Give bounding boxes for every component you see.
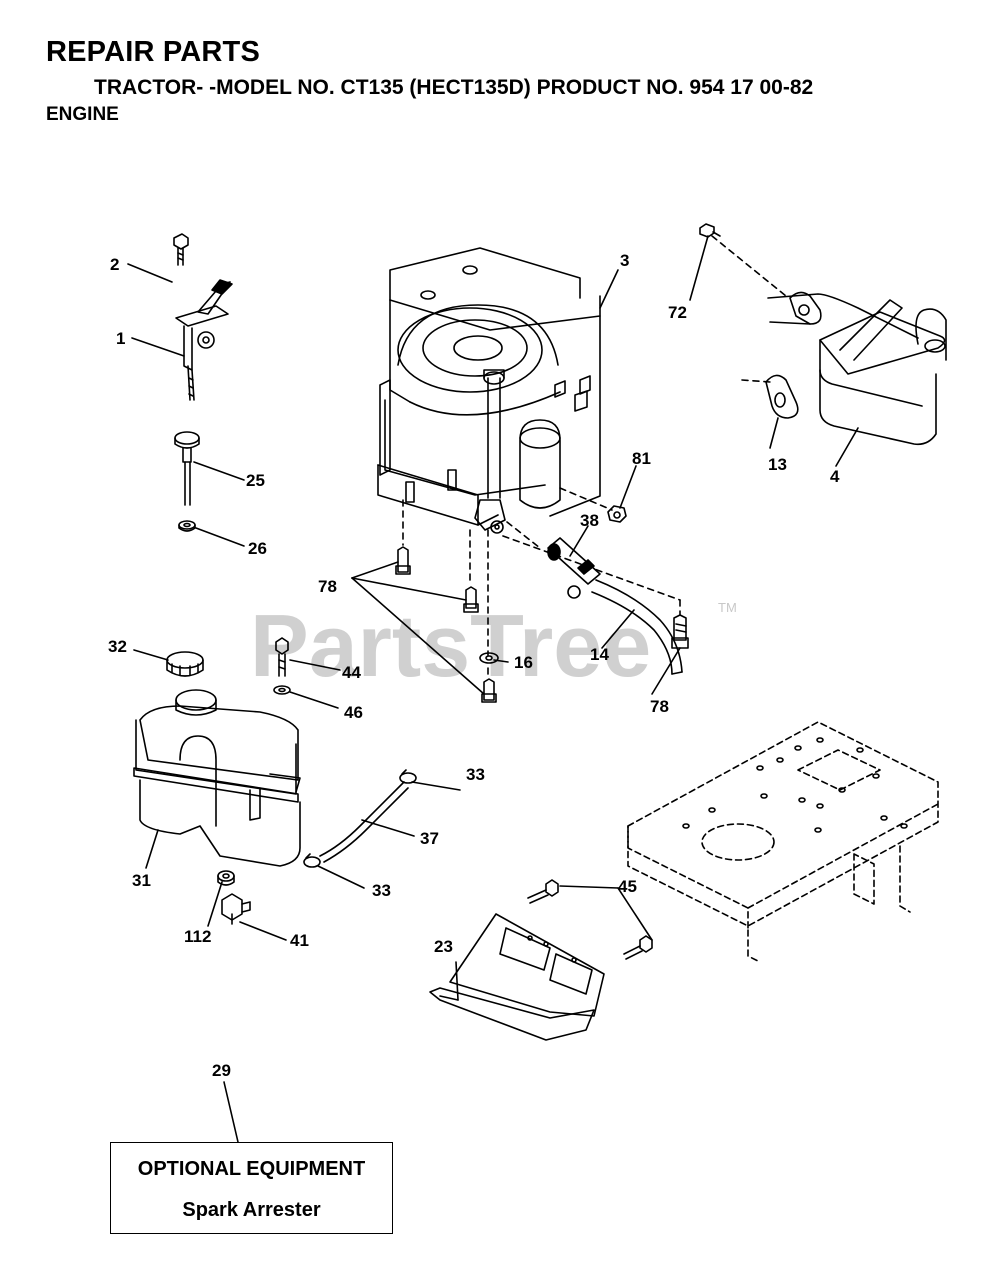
- callout-14: 14: [590, 645, 609, 664]
- callout-33-bottom: 33: [372, 881, 391, 900]
- part-16-washer: [479, 652, 499, 664]
- part-13-gasket: [765, 374, 799, 419]
- part-78-bolts: [395, 546, 689, 703]
- part-2-bolt: [173, 233, 189, 266]
- callout-numbers: 2 1 25 26 3 72 13 4 81 38 78 14 78 16 44…: [108, 251, 840, 1080]
- callout-3: 3: [620, 251, 629, 270]
- callout-41: 41: [290, 931, 309, 950]
- part-14-fuel-line: [591, 579, 683, 675]
- frame-holes: [682, 737, 908, 833]
- callout-72: 72: [668, 303, 687, 322]
- callout-81: 81: [632, 449, 651, 468]
- watermark-text: PartsTree: [250, 596, 651, 695]
- part-46-washer: [273, 685, 291, 695]
- part-45-bolts: [527, 879, 653, 960]
- callout-25: 25: [246, 471, 265, 490]
- part-38-fuel-filter: [547, 537, 601, 599]
- callout-38: 38: [580, 511, 599, 530]
- model-subtitle: TRACTOR- -MODEL NO. CT135 (HECT135D) PRO…: [94, 76, 814, 99]
- part-72-bolt: [699, 223, 721, 238]
- part-31-fuel-tank: [133, 689, 301, 867]
- callout-23: 23: [434, 937, 453, 956]
- callout-29: 29: [212, 1061, 231, 1080]
- callout-13: 13: [768, 455, 787, 474]
- callout-16: 16: [514, 653, 533, 672]
- part-37-fuel-hose: [319, 781, 409, 863]
- callout-1: 1: [116, 329, 125, 348]
- part-33-clamps: [303, 769, 417, 868]
- callout-31: 31: [132, 871, 151, 890]
- part-4-muffler: [767, 291, 947, 446]
- section-title: ENGINE: [46, 104, 119, 125]
- part-32-fuel-cap: [166, 651, 204, 677]
- optional-equipment-heading: OPTIONAL EQUIPMENT: [137, 1158, 366, 1180]
- part-44-bolt: [275, 637, 289, 677]
- callout-112: 112: [184, 927, 211, 946]
- part-81-nut: [607, 505, 627, 523]
- callout-2: 2: [110, 255, 119, 274]
- optional-equipment-box: OPTIONAL EQUIPMENT Spark Arrester: [110, 1142, 393, 1234]
- part-3-engine: [377, 247, 601, 534]
- callout-37: 37: [420, 829, 439, 848]
- callout-46: 46: [344, 703, 363, 722]
- callout-26: 26: [248, 539, 267, 558]
- callout-78-right: 78: [650, 697, 669, 716]
- callout-45: 45: [618, 877, 637, 896]
- tractor-frame: [627, 721, 939, 963]
- callout-4: 4: [830, 467, 840, 486]
- leader-lines: [127, 235, 859, 1143]
- page-title: REPAIR PARTS: [46, 36, 261, 68]
- callout-32: 32: [108, 637, 127, 656]
- part-41-valve: [221, 893, 251, 925]
- optional-equipment-item: Spark Arrester: [182, 1199, 321, 1221]
- watermark-tm: TM: [718, 600, 737, 615]
- callout-33-top: 33: [466, 765, 485, 784]
- part-112-bushing: [217, 870, 235, 886]
- callout-44: 44: [342, 663, 361, 682]
- callout-78-left: 78: [318, 577, 337, 596]
- part-1-throttle-control: [175, 279, 233, 401]
- part-26-washer: [178, 520, 196, 532]
- part-25-choke-knob: [174, 431, 200, 506]
